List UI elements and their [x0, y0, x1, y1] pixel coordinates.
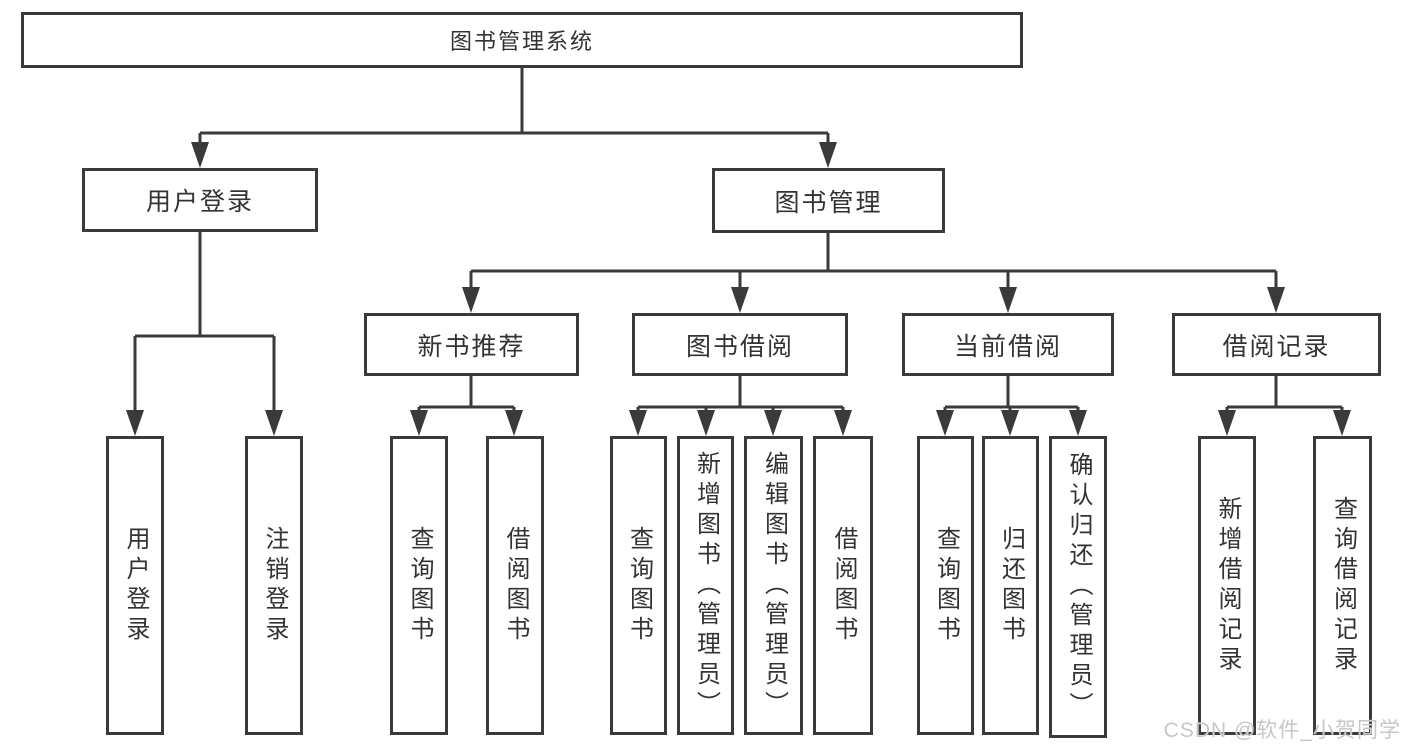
leaf-confirm-return-admin-label: 确认归还（管理员）	[1065, 452, 1092, 722]
leaf-add-borrow-record-label: 新增借阅记录	[1214, 495, 1241, 676]
node-borrowing-records: 借阅记录	[1172, 313, 1381, 376]
leaf-query-books-2-label: 查询图书	[625, 525, 653, 646]
watermark: CSDN @软件_小贺同学	[1163, 719, 1401, 742]
leaf-borrow-books-1-label: 借阅图书	[502, 525, 529, 646]
leaf-query-books-2: 查询图书	[610, 436, 667, 735]
leaf-logout-label: 注销登录	[261, 525, 288, 646]
node-current-borrowing: 当前借阅	[902, 313, 1114, 376]
leaf-query-books-1: 查询图书	[390, 436, 448, 735]
leaf-return-books-label: 归还图书	[997, 525, 1025, 646]
leaf-return-books: 归还图书	[982, 436, 1039, 735]
leaf-add-book-admin-label: 新增图书（管理员）	[692, 450, 720, 721]
leaf-query-borrow-record: 查询借阅记录	[1313, 436, 1372, 735]
leaf-query-borrow-record-label: 查询借阅记录	[1329, 495, 1357, 676]
leaf-edit-book-admin-label: 编辑图书（管理员）	[760, 450, 788, 721]
leaf-add-borrow-record: 新增借阅记录	[1198, 436, 1256, 735]
leaf-add-book-admin: 新增图书（管理员）	[677, 436, 734, 735]
node-book-borrowing: 图书借阅	[632, 313, 848, 376]
leaf-query-books-3: 查询图书	[917, 436, 974, 735]
leaf-query-books-1-label: 查询图书	[406, 525, 433, 646]
leaf-logout: 注销登录	[245, 436, 303, 735]
leaf-edit-book-admin: 编辑图书（管理员）	[744, 436, 803, 735]
node-book-management: 图书管理	[712, 168, 945, 233]
leaf-borrow-books-1: 借阅图书	[486, 436, 544, 735]
leaf-user-login-label: 用户登录	[122, 525, 149, 646]
leaf-confirm-return-admin: 确认归还（管理员）	[1049, 436, 1107, 738]
node-user-login: 用户登录	[82, 168, 318, 232]
leaf-user-login: 用户登录	[106, 436, 164, 735]
leaf-borrow-books-2-label: 借阅图书	[830, 525, 857, 646]
leaf-query-books-3-label: 查询图书	[932, 525, 960, 646]
node-new-book-recommend: 新书推荐	[364, 313, 579, 376]
leaf-borrow-books-2: 借阅图书	[813, 436, 873, 735]
node-library-system: 图书管理系统	[21, 12, 1023, 68]
